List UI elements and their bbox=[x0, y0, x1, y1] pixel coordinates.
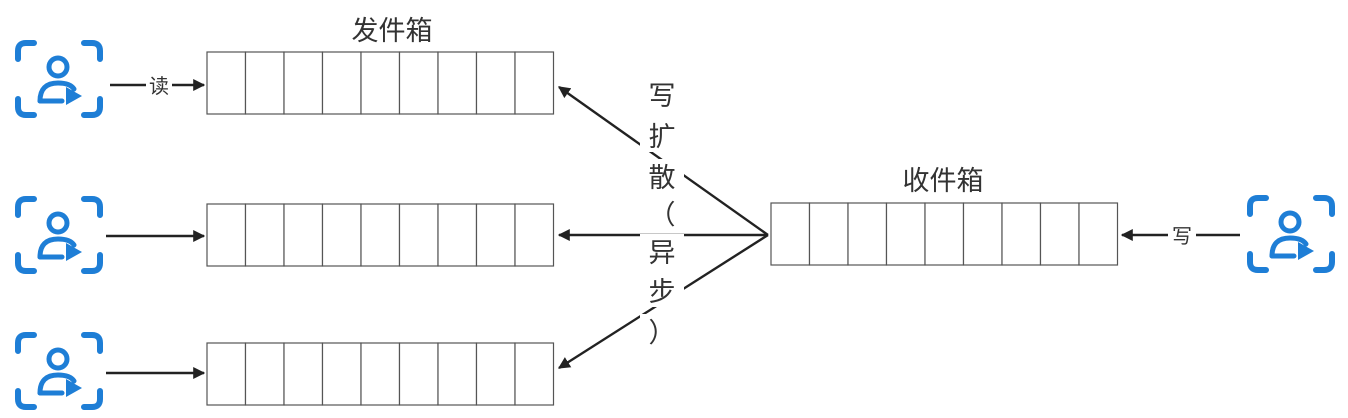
queue-cell bbox=[321, 203, 362, 267]
queue-cell bbox=[514, 51, 555, 115]
queue-cell bbox=[1001, 202, 1042, 266]
queue-cell bbox=[437, 51, 478, 115]
queue-cell bbox=[437, 342, 478, 406]
fanout-async-label: 写扩散 （ 异步 ） bbox=[640, 77, 684, 349]
outbox-queue-1 bbox=[206, 51, 555, 115]
queue-cell bbox=[770, 202, 811, 266]
inbox-queue bbox=[770, 202, 1119, 266]
read-label: 读 bbox=[149, 74, 169, 98]
fanout-label-char: 步 bbox=[649, 277, 676, 308]
queue-cell bbox=[475, 51, 516, 115]
queue-cell bbox=[244, 203, 285, 267]
queue-cell bbox=[398, 203, 439, 267]
user-icon-writer bbox=[1250, 198, 1332, 270]
queue-cell bbox=[206, 342, 247, 406]
outbox-title: 发件箱 bbox=[352, 16, 433, 47]
queue-cell bbox=[283, 203, 324, 267]
queue-cell bbox=[206, 51, 247, 115]
user-icon-top bbox=[18, 43, 100, 115]
queue-cell bbox=[283, 342, 324, 406]
queue-cell bbox=[1078, 202, 1119, 266]
queue-cell bbox=[360, 342, 401, 406]
queue-cell bbox=[475, 342, 516, 406]
queue-cell bbox=[885, 202, 926, 266]
fanout-label-char: ） bbox=[649, 318, 676, 349]
queue-cell bbox=[1039, 202, 1080, 266]
queue-cell bbox=[283, 51, 324, 115]
inbox-title: 收件箱 bbox=[903, 166, 984, 197]
queue-cell bbox=[437, 203, 478, 267]
queue-cell bbox=[808, 202, 849, 266]
queue-cell bbox=[360, 203, 401, 267]
queue-cell bbox=[847, 202, 888, 266]
queue-cell bbox=[321, 342, 362, 406]
queue-cell bbox=[475, 203, 516, 267]
queue-cell bbox=[244, 342, 285, 406]
fanout-label-char: 散 bbox=[649, 163, 676, 194]
queue-cell bbox=[206, 203, 247, 267]
queue-cell bbox=[514, 203, 555, 267]
queue-cell bbox=[244, 51, 285, 115]
queue-cell bbox=[398, 342, 439, 406]
queue-cell bbox=[962, 202, 1003, 266]
outbox-queue-3 bbox=[206, 342, 555, 406]
fanout-label-char: 异 bbox=[649, 238, 676, 269]
fanout-label-char: 扩 bbox=[649, 122, 676, 153]
user-icon-middle bbox=[18, 199, 100, 271]
write-label: 写 bbox=[1172, 224, 1192, 248]
queue-cell bbox=[398, 51, 439, 115]
queue-cell bbox=[924, 202, 965, 266]
fanout-label-char: （ bbox=[649, 200, 676, 231]
queue-cell bbox=[321, 51, 362, 115]
user-icon-bottom bbox=[18, 335, 100, 407]
queue-cell bbox=[514, 342, 555, 406]
outbox-queue-2 bbox=[206, 203, 555, 267]
queue-cell bbox=[360, 51, 401, 115]
fanout-label-char: 写 bbox=[649, 81, 676, 112]
